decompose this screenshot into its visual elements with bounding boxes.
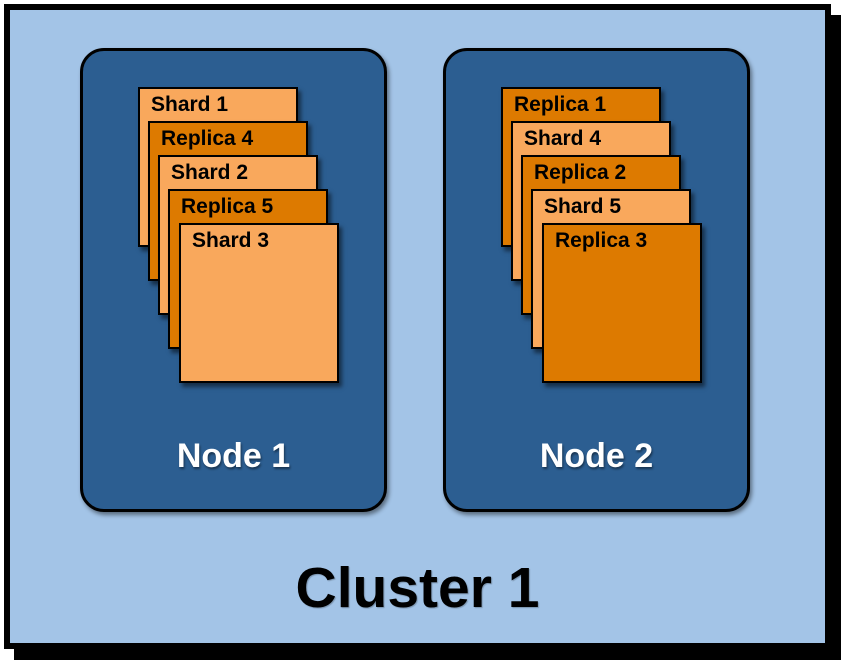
- node-1-box: Shard 1 Replica 4 Shard 2 Replica 5 Shar…: [80, 48, 387, 512]
- cluster-label: Cluster 1: [295, 556, 540, 620]
- card-replica-3: Replica 3: [542, 223, 702, 383]
- node-1-label: Node 1: [176, 437, 291, 475]
- card-shard-3: Shard 3: [179, 223, 339, 383]
- cluster-box: Shard 1 Replica 4 Shard 2 Replica 5 Shar…: [4, 4, 831, 649]
- node-2-label: Node 2: [539, 437, 654, 475]
- node-2-box: Replica 1 Shard 4 Replica 2 Shard 5 Repl…: [443, 48, 750, 512]
